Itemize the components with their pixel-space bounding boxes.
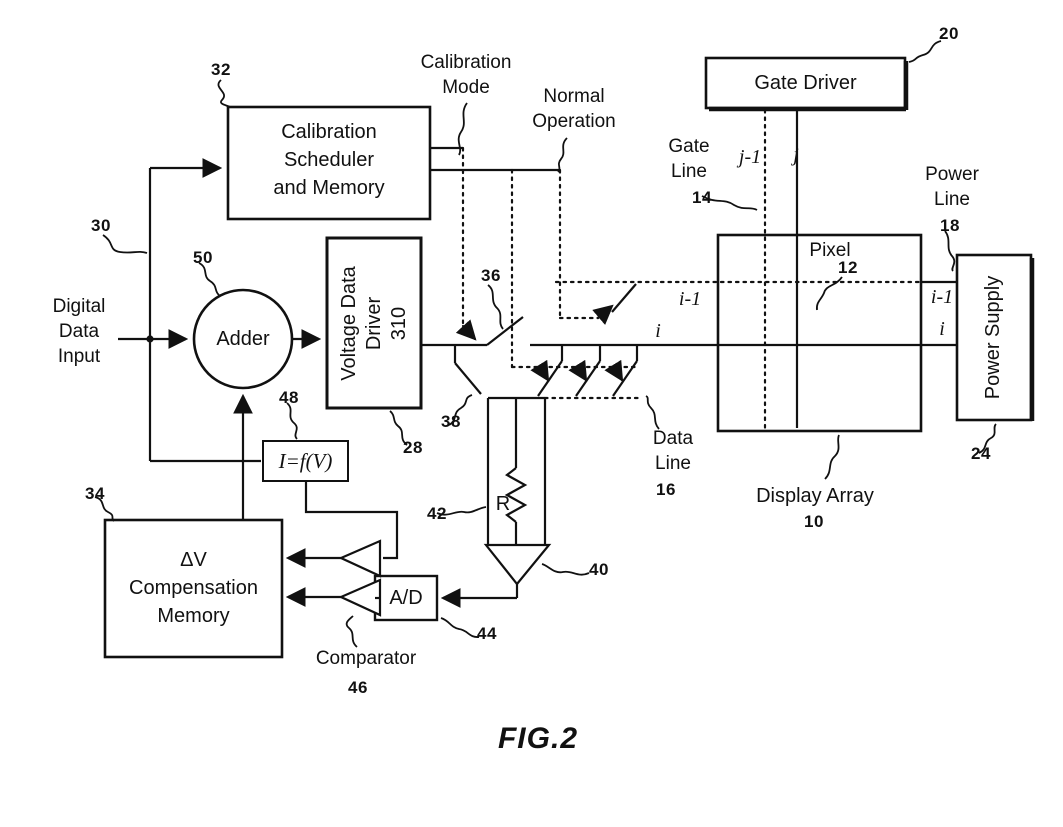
row-index-i-1-mid: i-1 (678, 288, 702, 310)
ref-32: 32 (211, 60, 231, 79)
ref-14: 14 (692, 188, 712, 207)
blocks (103, 56, 1033, 659)
row-index-i-mid: i (655, 320, 661, 342)
ref-18: 18 (940, 216, 960, 235)
gate-line-label: Gate Line (668, 136, 710, 182)
switch-36 (486, 316, 524, 346)
dv-compensation-memory-label: ΔV Compensation Memory (129, 549, 258, 627)
ref-28: 28 (403, 438, 423, 457)
calibration-scheduler-label: Calibration Scheduler and Memory (273, 121, 385, 199)
adder-label: Adder (216, 327, 270, 350)
ref-20: 20 (939, 24, 959, 43)
amplifiers (338, 539, 552, 617)
gate-line-index-j-1: j-1 (738, 146, 762, 168)
display-array-label: Display Array (756, 485, 874, 507)
data-line-label: Data Line (652, 428, 694, 474)
ref-34: 34 (85, 484, 105, 503)
wire-junction-dot (146, 335, 154, 343)
gate-driver-label: Gate Driver (754, 71, 857, 94)
voltage-data-driver-box (325, 236, 423, 410)
normal-operation-label: Normal Operation (532, 86, 616, 132)
calibration-mode-label: Calibration Mode (420, 52, 512, 98)
ref-50: 50 (193, 248, 213, 267)
row-index-i-1-right: i-1 (930, 286, 954, 308)
ref-42: 42 (427, 504, 447, 523)
ref-30: 30 (91, 216, 111, 235)
comparator-label: Comparator (315, 648, 417, 669)
box-shadows (709, 61, 1035, 421)
display-array-box (716, 233, 923, 433)
voltage-data-driver-label: Voltage Data Driver 310 (337, 265, 410, 381)
ref-44: 44 (477, 624, 497, 643)
ref-16: 16 (656, 480, 676, 499)
dv-compensation-memory-box (103, 518, 284, 659)
ref-40: 40 (589, 560, 609, 579)
ref-10: 10 (804, 512, 824, 531)
dotted-wires (455, 108, 923, 430)
switch-38 (454, 362, 482, 395)
resistor-label: R (495, 493, 511, 515)
function-to-comparator-wire (304, 481, 399, 560)
digital-data-input-label: Digital Data Input (52, 296, 106, 367)
figure-caption: FIG.2 (497, 722, 578, 755)
pixel-label: Pixel (809, 240, 851, 261)
ref-48: 48 (279, 388, 299, 407)
resistor-zigzag (504, 467, 528, 523)
gate-driver-box (704, 56, 907, 110)
adc-label: A/D (389, 586, 423, 609)
solid-wires (118, 110, 957, 608)
power-line-label: Power Line (925, 164, 979, 210)
ref-12: 12 (838, 258, 858, 277)
ref-36: 36 (481, 266, 501, 285)
gate-line-index-j: j (793, 144, 799, 166)
power-supply-label: Power Supply (982, 275, 1005, 400)
ref-24: 24 (971, 444, 991, 463)
normal-operation-switch (611, 283, 637, 313)
reference-leaders (94, 40, 997, 648)
sense-amplifier-triangle (483, 543, 552, 586)
row-index-i-right: i (939, 318, 945, 340)
ref-46: 46 (348, 678, 368, 697)
comparator-upper-triangle (338, 539, 382, 578)
current-function-label: I=f(V) (278, 448, 333, 473)
calibration-scheduler-box (226, 105, 432, 221)
ref-38: 38 (441, 412, 461, 431)
